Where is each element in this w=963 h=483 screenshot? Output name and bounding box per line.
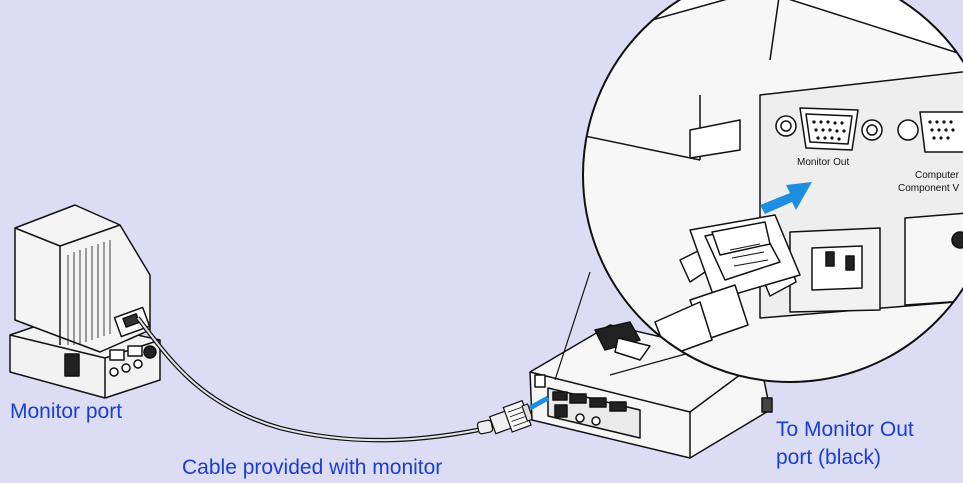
to-port-caption-line1: To Monitor Out	[776, 417, 914, 443]
cable-caption: Cable provided with monitor	[182, 455, 442, 481]
monitor-out-label: Monitor Out	[797, 157, 849, 168]
to-port-caption-line2: port (black)	[776, 445, 881, 471]
monitor-cable	[138, 318, 535, 440]
monitor-port-caption: Monitor port	[10, 399, 122, 425]
monitor-illustration	[10, 205, 160, 398]
power-socket	[790, 228, 880, 312]
computer-label-line2: Component V	[898, 183, 959, 194]
computer-label-line1: Computer	[915, 170, 960, 181]
